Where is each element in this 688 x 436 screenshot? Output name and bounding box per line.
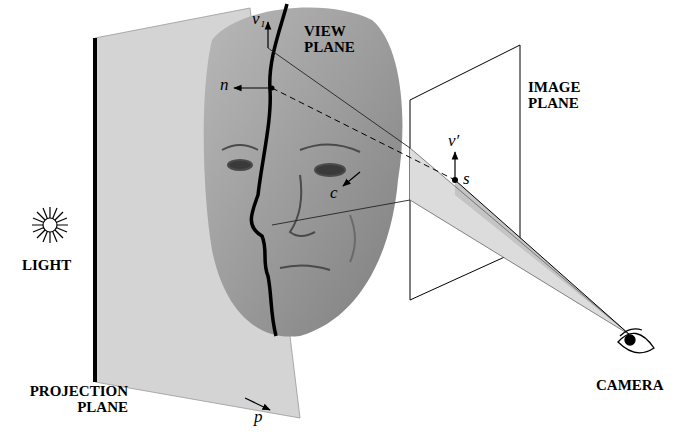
point-label: s — [463, 170, 477, 188]
view-cone — [455, 180, 630, 335]
light-symbol — [32, 207, 68, 243]
dashed-ray — [272, 88, 455, 180]
camera-eye — [618, 329, 654, 353]
face — [204, 7, 403, 336]
vector-label: p — [254, 408, 268, 426]
vector-label: v₁ — [252, 10, 276, 28]
camera-label: CAMERA — [596, 378, 681, 394]
light-label: LIGHT — [22, 258, 92, 274]
v1-arrow — [267, 22, 268, 48]
view-ray — [455, 180, 630, 335]
c-arrow — [343, 172, 360, 186]
plane-label: IMAGE PLANE — [528, 80, 598, 112]
normal-arrow — [234, 87, 272, 88]
view-ray — [410, 148, 630, 335]
vector-label: c — [330, 184, 344, 202]
vector-label: n — [220, 76, 234, 94]
face-features — [222, 144, 360, 270]
silhouette-curve — [251, 4, 287, 336]
view-plane-edge — [272, 200, 410, 225]
vector-label: v′ — [448, 132, 468, 150]
view-cone — [410, 148, 630, 335]
view-ray — [410, 200, 630, 335]
plane-label: VIEW PLANE — [304, 24, 364, 56]
plane-label: PROJECTION PLANE — [20, 384, 128, 416]
vprime-arrow — [454, 152, 455, 180]
plane-edge — [93, 38, 97, 382]
view-plane-edge — [268, 48, 410, 148]
